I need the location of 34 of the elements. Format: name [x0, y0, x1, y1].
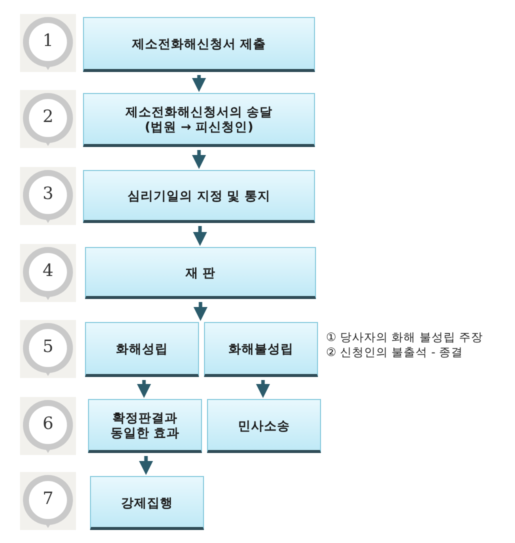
step-label: 재 판 [184, 264, 217, 280]
step-label: 심리기일의 지정 및 통지 [126, 188, 272, 203]
step-number-badge: 6 [20, 397, 76, 455]
process-box [90, 476, 204, 530]
step-label: 강제집행 [120, 494, 174, 510]
process-box [85, 322, 199, 377]
arrow [137, 380, 151, 398]
process-box [83, 93, 315, 147]
step-number-badge: 1 [20, 14, 76, 72]
process-box [204, 322, 318, 377]
arrow [192, 150, 206, 169]
step-number-badge: 4 [20, 244, 76, 302]
arrow [256, 380, 270, 398]
step-number-badge: 2 [20, 90, 76, 148]
note-text: ② 신청인의 불출석 - 종결 [326, 345, 464, 360]
step-label: 화해성립 [115, 341, 169, 356]
arrow [193, 226, 207, 246]
arrow [194, 302, 208, 321]
step-label: 화해불성립 [228, 341, 294, 356]
step-number-badge: 5 [20, 320, 76, 378]
step-number-badge: 7 [20, 472, 76, 530]
step-number-badge: 3 [20, 167, 76, 225]
step-label: 제소전화해신청서의 송달 (법원 → 피신청인) [124, 104, 274, 134]
process-box [88, 399, 202, 453]
step-label: 제소전화해신청서 제출 [130, 36, 268, 51]
arrow [192, 75, 206, 92]
process-box [207, 399, 321, 453]
arrow [139, 456, 153, 475]
note-text: ① 당사자의 화해 불성립 주장 [326, 330, 483, 345]
step-label: 민사소송 [237, 418, 291, 432]
process-box [85, 247, 316, 299]
process-box [83, 170, 315, 223]
process-box [83, 17, 315, 72]
step-label: 확정판결과 동일한 효과 [109, 410, 181, 440]
